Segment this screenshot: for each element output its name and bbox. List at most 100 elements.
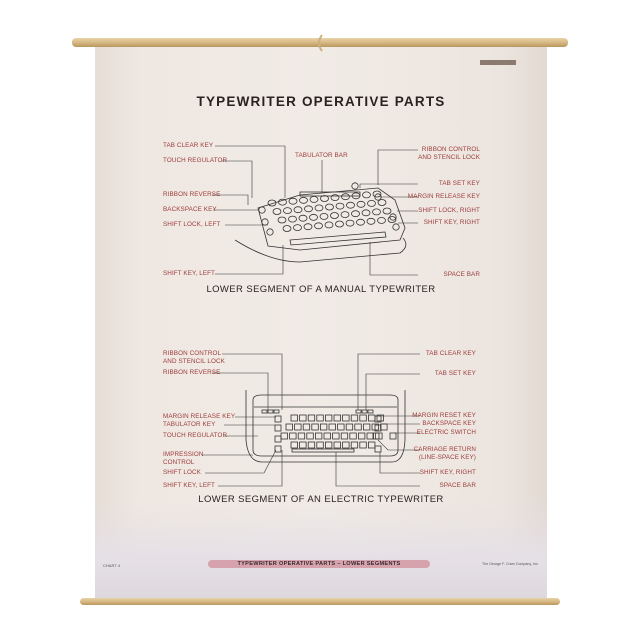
label-electric-ribbon-reverse: RIBBON REVERSE — [163, 369, 221, 376]
manual-key — [330, 194, 340, 202]
chart-number: CHART 4 — [103, 563, 120, 568]
leader-line — [359, 183, 418, 188]
paper-shading — [95, 500, 547, 600]
manual-key — [345, 219, 355, 227]
leader-line — [369, 242, 418, 276]
manual-key — [366, 217, 376, 225]
label-line-1: RIBBON CONTROL — [421, 146, 480, 153]
manual-function-key — [392, 223, 400, 231]
electric-key — [340, 432, 349, 440]
footer-title-band: TYPEWRITER OPERATIVE PARTS – LOWER SEGME… — [208, 560, 430, 568]
manual-key — [377, 199, 387, 206]
label-electric-shift-lock: SHIFT LOCK — [163, 469, 201, 476]
label-line-2: (LINE-SPACE KEY) — [418, 453, 476, 461]
manual-key — [372, 208, 381, 216]
manual-key — [272, 208, 282, 215]
electric-key — [337, 423, 345, 431]
manual-key — [362, 191, 371, 199]
electric-key — [307, 441, 316, 449]
electric-key — [367, 441, 376, 449]
manual-key — [283, 207, 292, 215]
manual-function-key — [351, 182, 359, 190]
electric-key — [307, 414, 316, 422]
electric-key — [328, 423, 336, 431]
manual-keyboard-drawing — [234, 182, 407, 263]
manual-key — [361, 209, 371, 217]
manual-key — [304, 205, 313, 213]
manual-key — [341, 193, 350, 201]
label-manual-touch-regulator: TOUCH REGULATOR — [163, 157, 228, 164]
electric-function-key — [374, 415, 382, 423]
electric-key — [359, 441, 367, 449]
leader-line — [218, 450, 283, 487]
electric-key — [316, 441, 324, 449]
electric-key — [306, 432, 314, 440]
electric-key — [357, 432, 366, 440]
leader-line — [222, 353, 283, 410]
label-line-1: CARRIAGE RETURN — [413, 446, 476, 453]
electric-caption: LOWER SEGMENT OF AN ELECTRIC TYPEWRITER — [198, 494, 444, 505]
label-manual-shift-lock-right: SHIFT LOCK, RIGHT — [418, 207, 480, 214]
bottom-wooden-rod — [80, 598, 560, 605]
manual-key — [324, 221, 334, 229]
manual-tabulator-bar — [299, 191, 361, 197]
label-manual-tab-clear-key: TAB CLEAR KEY — [163, 142, 214, 149]
label-manual-space-bar: SPACE BAR — [443, 271, 480, 278]
label-electric-margin-reset-key: MARGIN RESET KEY — [412, 412, 476, 419]
manual-caption: LOWER SEGMENT OF A MANUAL TYPEWRITER — [206, 284, 436, 295]
leader-line — [377, 149, 418, 185]
label-line-2: AND STENCIL LOCK — [418, 153, 480, 161]
manual-key — [367, 199, 376, 207]
electric-key — [290, 414, 298, 422]
manual-key — [282, 225, 292, 232]
electric-function-key — [389, 432, 397, 440]
hanging-cord — [318, 34, 323, 52]
manual-key — [382, 207, 392, 215]
leader-line — [212, 194, 249, 205]
electric-key — [354, 423, 362, 431]
label-electric-carriage-return: CARRIAGE RETURN(LINE-SPACE KEY) — [414, 446, 476, 461]
manual-key — [288, 215, 297, 223]
manual-key — [293, 224, 302, 232]
label-manual-margin-release-key: MARGIN RELEASE KEY — [407, 193, 480, 200]
label-line-2: AND STENCIL LOCK — [163, 357, 225, 365]
leader-line — [357, 353, 420, 410]
leader-line — [379, 452, 420, 474]
manual-function-key — [266, 228, 274, 236]
electric-key — [302, 423, 311, 431]
electric-function-key — [274, 435, 282, 443]
manual-key — [377, 216, 386, 224]
manual-key — [320, 195, 329, 202]
label-manual-shift-key-left: SHIFT KEY, LEFT — [163, 270, 216, 277]
manual-keyboard-frame — [257, 187, 406, 251]
leader-line — [377, 439, 420, 451]
electric-key — [285, 423, 293, 431]
electric-top-control — [273, 409, 280, 414]
electric-keyboard-drawing — [245, 390, 406, 463]
leader-line — [222, 160, 253, 198]
electric-key — [333, 441, 341, 449]
electric-top-control — [355, 409, 362, 414]
electric-key — [299, 441, 307, 449]
leader-line — [212, 372, 269, 410]
manual-key — [299, 196, 308, 204]
manual-key — [293, 206, 303, 214]
electric-top-control — [367, 409, 374, 414]
manual-space-bar — [289, 231, 387, 246]
electric-function-key — [274, 424, 282, 432]
electric-key — [359, 414, 367, 422]
manual-key — [303, 223, 313, 231]
electric-key — [316, 414, 324, 422]
label-electric-touch-regulator: TOUCH REGULATOR — [163, 432, 228, 439]
electric-key — [289, 432, 297, 440]
manual-key — [309, 213, 318, 221]
leader-line — [215, 245, 284, 275]
electric-key — [290, 441, 298, 449]
electric-key — [323, 432, 331, 440]
manual-base-outline — [234, 237, 407, 263]
electric-key — [324, 414, 333, 422]
label-electric-backspace-key: BACKSPACE KEY — [422, 420, 476, 427]
